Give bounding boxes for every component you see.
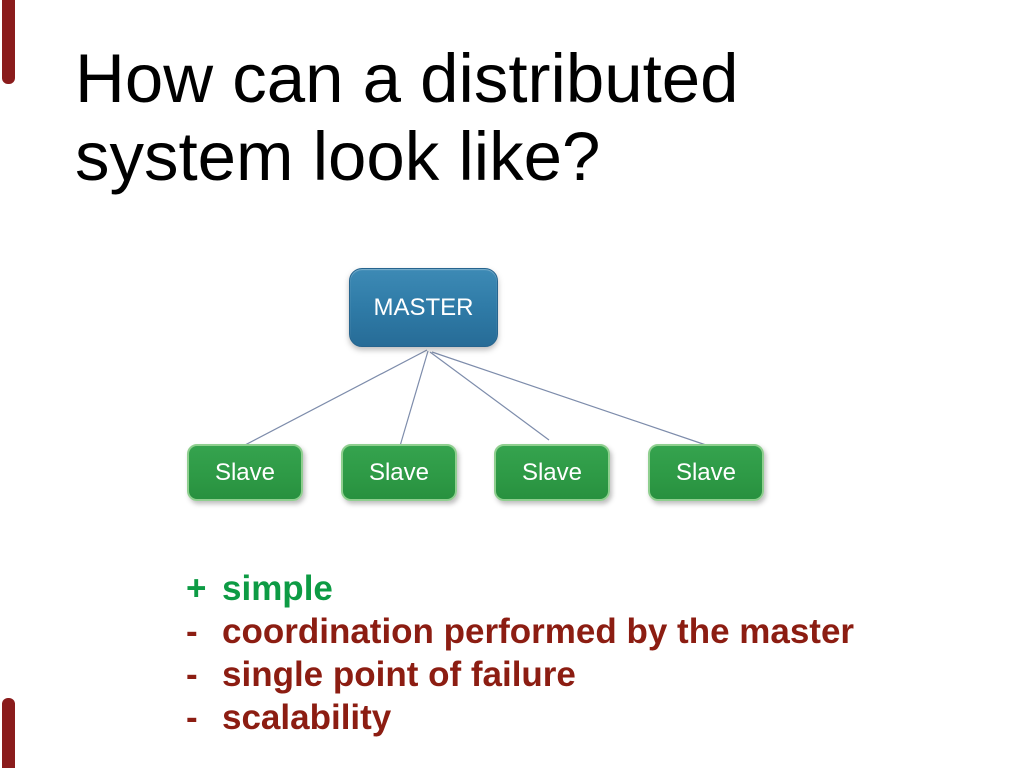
bullet-text: coordination performed by the master xyxy=(222,612,855,651)
slave-node-1: Slave xyxy=(187,444,303,501)
bullet-marker-minus: - xyxy=(186,698,198,737)
bullet-marker-minus: - xyxy=(186,655,198,694)
bullet-row: + simple xyxy=(186,567,854,610)
bullet-text: single point of failure xyxy=(222,655,576,694)
slide-title-line-1: How can a distributed xyxy=(75,40,739,117)
connector-line-master-slave3 xyxy=(429,351,550,441)
bullet-text: simple xyxy=(222,569,333,608)
slide-title-line-2: system look like? xyxy=(75,118,601,195)
slave-node-label: Slave xyxy=(675,458,737,486)
bullet-row: - coordination performed by the master xyxy=(186,610,854,653)
bullet-marker-minus: - xyxy=(186,612,198,651)
bullet-text: scalability xyxy=(222,698,392,737)
master-node: MASTER xyxy=(349,268,498,347)
master-node-label: MASTER xyxy=(373,293,474,321)
slave-node-label: Slave xyxy=(368,458,430,486)
left-accent-bar-bottom xyxy=(2,698,15,768)
bullet-list: + simple - coordination performed by the… xyxy=(186,567,854,739)
connector-line-master-slave1 xyxy=(244,349,428,446)
slide-title: How can a distributed system look like? xyxy=(75,40,875,196)
slave-node-2: Slave xyxy=(341,444,457,501)
left-accent-bar-top xyxy=(2,0,15,84)
slave-node-3: Slave xyxy=(494,444,610,501)
bullet-marker-plus: + xyxy=(186,569,207,608)
bullet-row: - single point of failure xyxy=(186,653,854,696)
slave-node-label: Slave xyxy=(521,458,583,486)
bullet-row: - scalability xyxy=(186,696,854,739)
connector-line-master-slave4 xyxy=(431,351,707,446)
slave-node-label: Slave xyxy=(214,458,276,486)
slave-node-4: Slave xyxy=(648,444,764,501)
connector-line-master-slave2 xyxy=(399,350,429,447)
